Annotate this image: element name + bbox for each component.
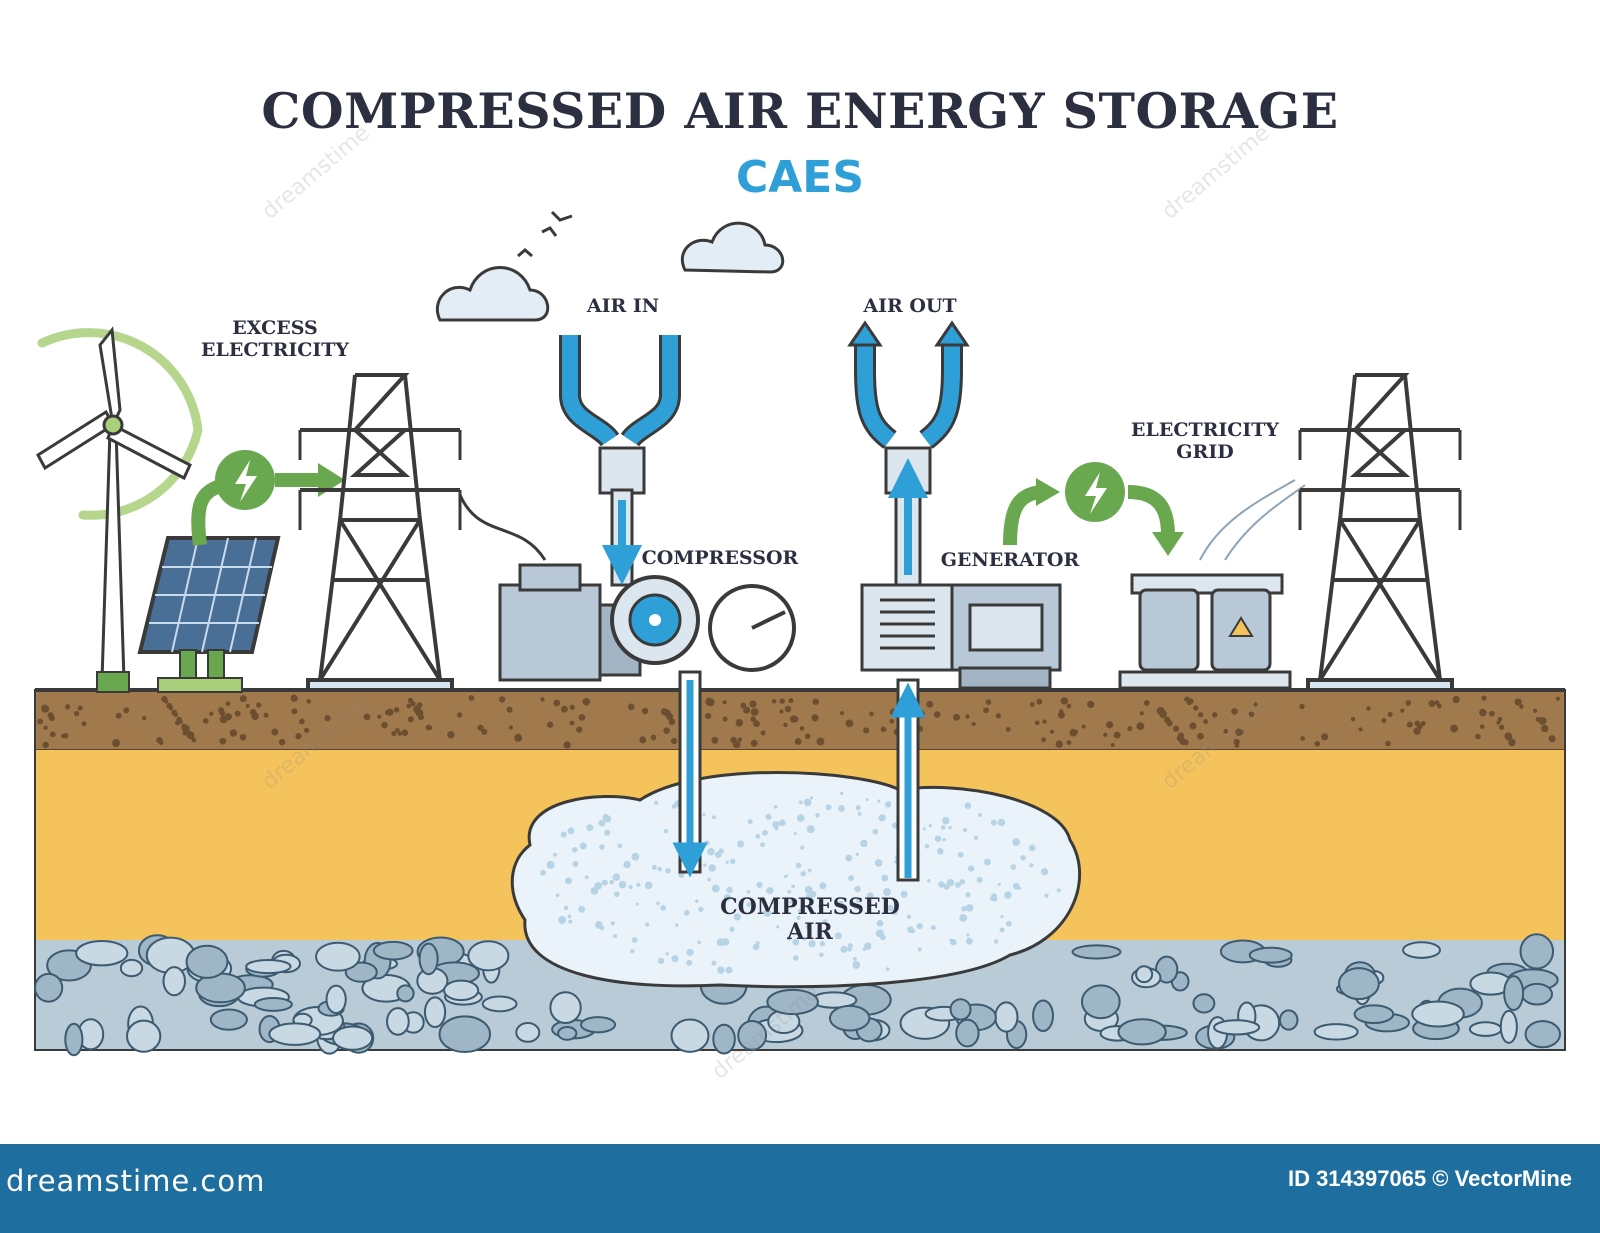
- label-electricity-grid: ELECTRICITY GRID: [1131, 419, 1279, 463]
- transmission-tower-left: [298, 373, 462, 692]
- compressor-assembly: [498, 563, 796, 682]
- compressed-air-cavern: [510, 771, 1082, 989]
- generator-output-flow: [1003, 462, 1184, 556]
- wind-turbine-icon: [36, 326, 203, 693]
- air-in-pipe: [672, 670, 708, 878]
- generator-assembly: [860, 583, 1062, 690]
- footer-credit: ID 314397065 © VectorMine: [1287, 1166, 1572, 1191]
- label-air-out: AIR OUT: [863, 295, 957, 317]
- diagram-title: COMPRESSED AIR ENERGY STORAGE: [261, 82, 1339, 140]
- label-excess-electricity: EXCESS ELECTRICITY: [201, 317, 349, 361]
- ground-layers: [34, 688, 1566, 1057]
- excess-electricity-flow: [191, 450, 345, 546]
- warning-icon: [1228, 616, 1254, 637]
- footer-bar: dreamstime.com ID 314397065 © VectorMine: [0, 1144, 1600, 1233]
- power-cable-left: [458, 494, 547, 561]
- air-out-pipe: [890, 678, 926, 882]
- transformer-icon: [1118, 479, 1306, 690]
- bird-icon: [517, 210, 573, 258]
- label-compressed-air: COMPRESSED AIR: [720, 894, 900, 946]
- air-out-funnel: [847, 320, 970, 587]
- solar-panel-icon: [137, 536, 281, 693]
- diagram-subtitle: CAES: [735, 152, 865, 203]
- footer-logo[interactable]: dreamstime.com: [6, 1164, 266, 1198]
- label-generator: GENERATOR: [940, 549, 1080, 571]
- label-compressor: COMPRESSOR: [641, 547, 799, 569]
- air-in-funnel: [559, 335, 681, 587]
- label-air-in: AIR IN: [586, 295, 660, 317]
- scene-illustration: [34, 210, 1566, 1057]
- cloud-icon: [435, 221, 785, 322]
- transmission-tower-right: [1298, 373, 1462, 692]
